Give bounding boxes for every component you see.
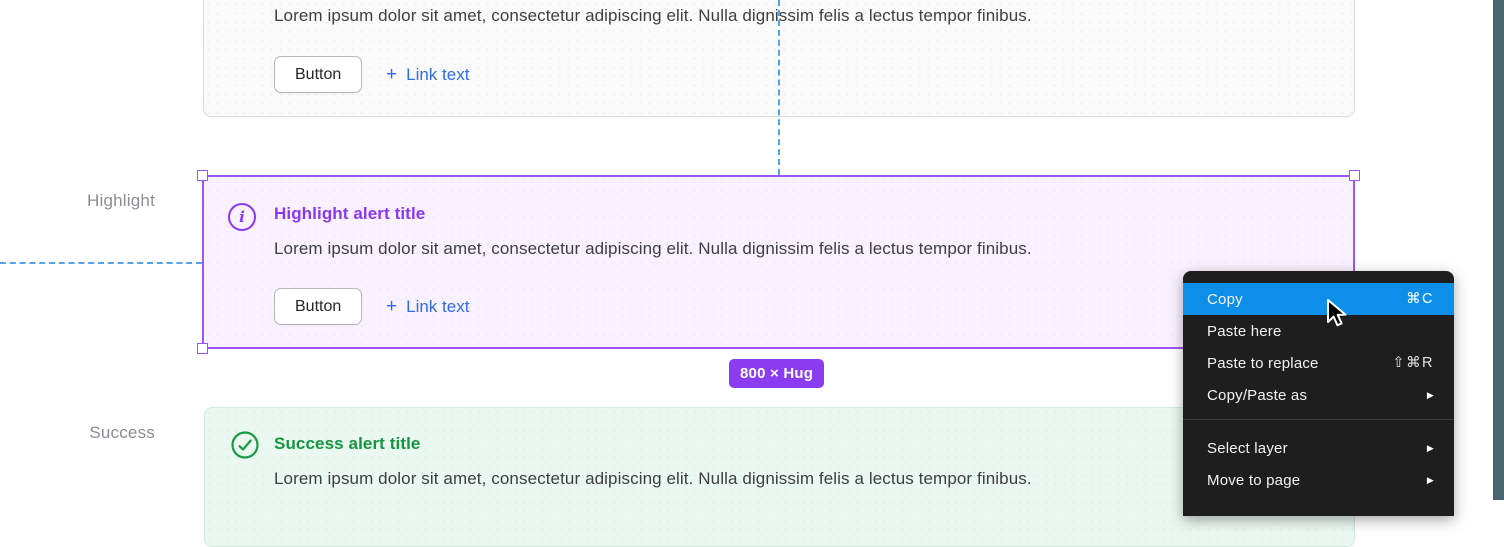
menu-separator	[1183, 419, 1454, 420]
menu-item-move-to-page[interactable]: Move to page ▶	[1207, 471, 1434, 489]
menu-item-select-layer[interactable]: Select layer ▶	[1207, 439, 1434, 457]
selection-handle-top-right[interactable]	[1349, 170, 1360, 181]
menu-item-copy-paste-as[interactable]: Copy/Paste as ▶	[1207, 386, 1434, 404]
info-circle-icon: i	[228, 203, 256, 231]
row-label-success: Success	[89, 423, 155, 442]
window-edge-strip	[1493, 0, 1504, 500]
shortcut-paste-to-replace: ⇧⌘R	[1392, 355, 1434, 371]
context-menu: Copy ⌘C Paste here Paste to replace ⇧⌘R …	[1183, 271, 1454, 516]
submenu-arrow-icon: ▶	[1426, 442, 1434, 453]
highlight-alert-body: Lorem ipsum dolor sit amet, consectetur …	[274, 239, 1032, 258]
menu-item-paste-to-replace[interactable]: Paste to replace ⇧⌘R	[1207, 354, 1434, 372]
highlight-alert-button[interactable]: Button	[274, 288, 363, 325]
neutral-alert-body: Lorem ipsum dolor sit amet, consectetur …	[274, 6, 1032, 25]
selection-handle-top-left[interactable]	[197, 170, 208, 181]
plus-icon: +	[386, 296, 398, 317]
neutral-alert-button[interactable]: Button	[274, 56, 363, 93]
plus-icon: +	[386, 64, 398, 85]
link-label: Link text	[406, 296, 470, 316]
horizontal-guide-line	[0, 262, 202, 264]
success-alert-body: Lorem ipsum dolor sit amet, consectetur …	[274, 469, 1032, 488]
neutral-alert-link[interactable]: + Link text	[386, 56, 469, 93]
menu-item-copy[interactable]: Copy ⌘C	[1183, 283, 1454, 315]
row-label-highlight: Highlight	[87, 191, 155, 210]
check-circle-icon	[231, 431, 259, 459]
selection-handle-bottom-left[interactable]	[197, 343, 208, 354]
highlight-alert-card[interactable]: i Highlight alert title Lorem ipsum dolo…	[202, 175, 1355, 349]
submenu-arrow-icon: ▶	[1426, 474, 1434, 485]
highlight-alert-title: Highlight alert title	[274, 204, 426, 223]
link-label: Link text	[406, 64, 470, 84]
submenu-arrow-icon: ▶	[1426, 389, 1434, 400]
vertical-guide-line	[778, 0, 780, 175]
highlight-alert-link[interactable]: + Link text	[386, 288, 469, 325]
mouse-cursor-icon	[1327, 299, 1347, 327]
menu-item-paste-here[interactable]: Paste here	[1207, 322, 1282, 340]
success-alert-title: Success alert title	[274, 434, 421, 453]
size-badge: 800 × Hug	[729, 359, 825, 388]
shortcut-copy: ⌘C	[1406, 291, 1434, 307]
